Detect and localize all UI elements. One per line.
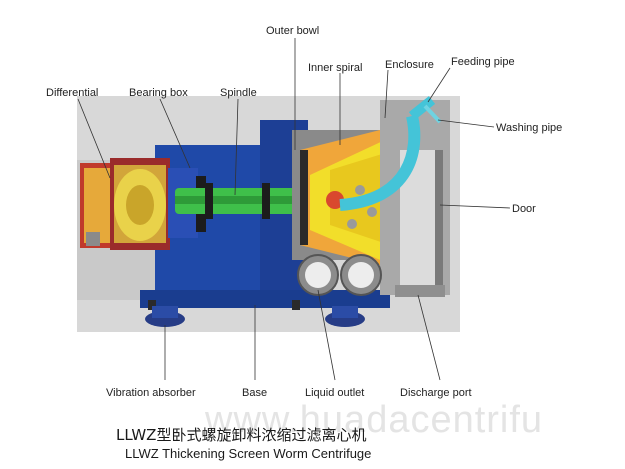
title-english: LLWZ Thickening Screen Worm Centrifuge [125, 446, 371, 461]
label-outer-bowl: Outer bowl [266, 25, 319, 37]
part-labels: Outer bowl Inner spiral Enclosure Feedin… [46, 25, 562, 399]
label-differential: Differential [46, 87, 98, 99]
machine-illustration [77, 96, 460, 332]
label-vibration-absorber: Vibration absorber [106, 387, 196, 399]
label-enclosure: Enclosure [385, 59, 434, 71]
label-bearing-box: Bearing box [129, 87, 188, 99]
label-discharge-port: Discharge port [400, 387, 472, 399]
leader-lines [77, 38, 511, 381]
spindle-shaft [175, 183, 310, 219]
leader-liquid-outlet [317, 289, 336, 381]
leader-feeding-pipe [427, 67, 451, 103]
label-liquid-outlet: Liquid outlet [305, 387, 364, 399]
label-washing-pipe: Washing pipe [496, 122, 562, 134]
vibration-absorbers [145, 306, 365, 327]
label-inner-spiral: Inner spiral [308, 62, 362, 74]
label-feeding-pipe: Feeding pipe [451, 56, 515, 68]
title-chinese: LLWZ型卧式螺旋卸料浓缩过滤离心机 [116, 426, 366, 444]
label-spindle: Spindle [220, 87, 257, 99]
differential-assembly [80, 158, 170, 250]
feeding-pipe [339, 96, 442, 211]
label-base: Base [242, 387, 267, 399]
leader-door [439, 204, 511, 209]
leader-bearing-box [159, 98, 191, 169]
leader-discharge-port [417, 294, 441, 381]
leader-washing-pipe [437, 119, 495, 128]
leader-enclosure [384, 69, 389, 119]
liquid-outlets [297, 254, 382, 296]
leader-spindle [234, 98, 239, 196]
watermark-text: www.huadacentrifu [204, 399, 543, 441]
label-door: Door [512, 203, 536, 215]
leader-differential [77, 98, 111, 179]
